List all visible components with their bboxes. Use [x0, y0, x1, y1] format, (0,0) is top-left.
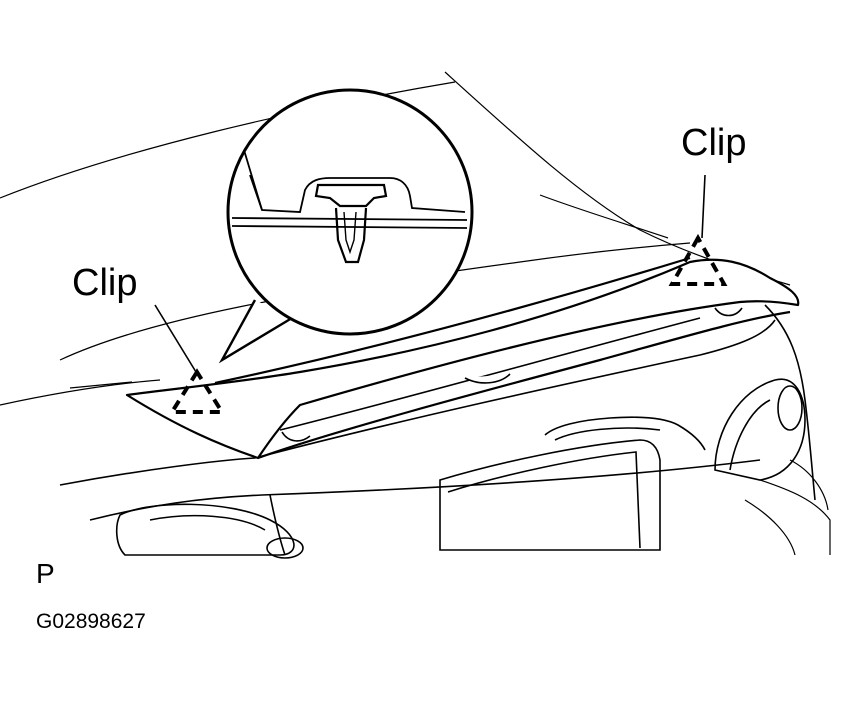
- tail-light-right-inner: [730, 400, 770, 470]
- magnifier-detail: [232, 150, 467, 262]
- magnifier-circle: [228, 90, 472, 334]
- right-clip-label: Clip: [681, 122, 747, 164]
- figure-code: G02898627: [36, 610, 146, 633]
- bumper-lines: [745, 460, 830, 555]
- trunk-lid-rear-edge: [60, 458, 255, 485]
- spoiler-front-edge: [258, 312, 790, 458]
- rear-spoiler: [127, 258, 798, 458]
- detail-body-panel-lower: [232, 218, 467, 220]
- spoiler-top-edge: [215, 258, 690, 383]
- trunk-lid-body: [255, 320, 775, 458]
- clip-shank: [336, 208, 366, 262]
- emblem-recess: [545, 417, 705, 450]
- tail-light-left-inner: [150, 516, 265, 530]
- trunk-lid-right-edge: [765, 305, 815, 500]
- window-reflection: [540, 195, 668, 238]
- tail-light-lens-right: [778, 386, 802, 430]
- clip-triangle-left: [172, 372, 222, 412]
- clip-head: [316, 185, 386, 206]
- emblem-inner: [555, 428, 660, 440]
- detail-body-panel-top: [244, 150, 465, 212]
- roof-line: [445, 72, 790, 285]
- spoiler-mount-left: [282, 432, 310, 441]
- spoiler-mount-center: [465, 374, 510, 383]
- tail-lights: [117, 379, 805, 558]
- leader-left-clip: [155, 305, 196, 372]
- view-letter: P: [36, 558, 55, 589]
- trunk-side-line: [270, 495, 285, 555]
- tail-light-right: [715, 379, 805, 480]
- detail-panel-side: [250, 175, 262, 210]
- clip-shank-inner: [344, 212, 356, 252]
- rear-window-upper: [0, 82, 455, 198]
- deck-edge-left: [70, 382, 132, 388]
- clip-detail-magnifier-icon: [222, 90, 472, 360]
- bumper-lower-right: [790, 460, 828, 510]
- license-plate-recess: [440, 417, 705, 550]
- left-clip-label: Clip: [72, 262, 138, 304]
- trunk-lid: [60, 305, 815, 555]
- clip-location-triangle-icon: [172, 238, 724, 412]
- leader-lines: [155, 175, 705, 372]
- quarter-panel-line: [0, 380, 160, 405]
- detail-body-panel-bottom: [232, 226, 467, 228]
- spoiler-body: [127, 260, 798, 458]
- clip-triangle-right: [672, 238, 724, 284]
- leader-right-clip: [702, 175, 705, 238]
- license-plate-inner: [448, 452, 640, 548]
- license-plate-outline: [440, 440, 660, 550]
- magnifier-pointer: [222, 300, 292, 360]
- tail-light-left: [117, 504, 294, 555]
- tail-light-lens-left: [267, 538, 303, 558]
- bumper-right-inner: [745, 500, 795, 555]
- bumper-right: [760, 480, 830, 555]
- spoiler-mount-right: [715, 308, 742, 316]
